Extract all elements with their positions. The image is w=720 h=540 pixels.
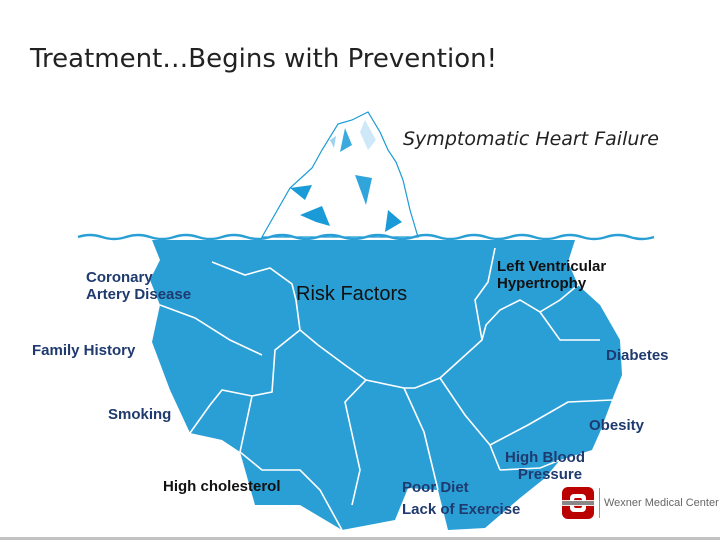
label-high-cholesterol: High cholesterol [163,479,281,496]
label-high-blood-pressure: High Blood Pressure [495,450,595,483]
label-hbp-line2: Pressure [505,467,595,484]
ohio-state-block-o-icon [560,484,596,522]
label-obesity: Obesity [589,418,644,435]
label-hbp-line1: High Blood [495,450,595,467]
label-lvh-line1: Left Ventricular [497,259,606,276]
label-lack-of-exercise: Lack of Exercise [402,502,520,519]
logo-text: Wexner Medical Center [604,497,719,509]
label-lvh-line2: Hypertrophy [497,276,606,293]
tip-label: Symptomatic Heart Failure [403,128,659,150]
label-coronary-artery-disease: Coronary Artery Disease [86,270,191,303]
label-left-ventricular-hypertrophy: Left Ventricular Hypertrophy [497,259,606,292]
label-coronary-line2: Artery Disease [86,287,191,304]
logo-divider [599,488,600,518]
label-poor-diet: Poor Diet [402,480,469,497]
label-family-history: Family History [32,343,135,360]
wexner-logo: Wexner Medical Center [560,484,716,522]
label-coronary-line1: Coronary [86,270,191,287]
label-smoking: Smoking [108,407,171,424]
center-label-risk-factors: Risk Factors [296,283,407,306]
iceberg-tip [262,112,418,237]
label-diabetes: Diabetes [606,348,669,365]
